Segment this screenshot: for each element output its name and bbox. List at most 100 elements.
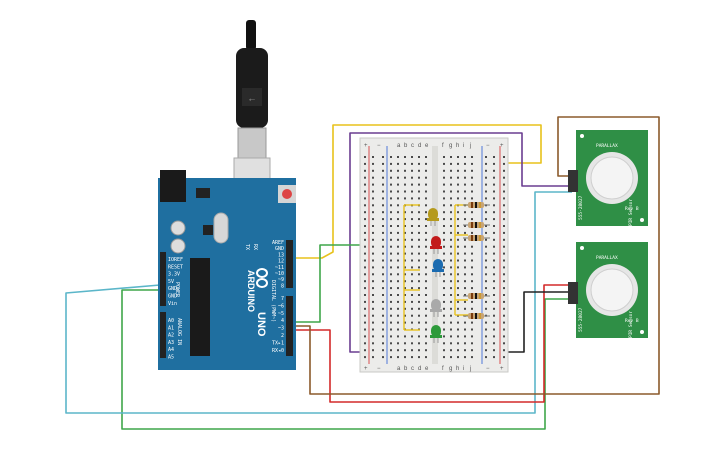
breadboard-hole[interactable] — [382, 204, 384, 207]
breadboard-hole[interactable] — [364, 204, 366, 207]
breadboard-hole[interactable] — [457, 190, 459, 193]
breadboard-hole[interactable] — [471, 231, 473, 234]
breadboard-hole[interactable] — [390, 342, 392, 345]
breadboard-hole[interactable] — [390, 300, 392, 303]
breadboard-hole[interactable] — [493, 342, 495, 345]
breadboard-hole[interactable] — [471, 349, 473, 352]
breadboard-hole[interactable] — [450, 328, 452, 331]
breadboard-hole[interactable] — [443, 238, 445, 241]
breadboard-hole[interactable] — [364, 349, 366, 352]
breadboard-hole[interactable] — [364, 259, 366, 262]
breadboard-hole[interactable] — [397, 190, 399, 193]
breadboard-hole[interactable] — [390, 252, 392, 255]
breadboard-hole[interactable] — [450, 169, 452, 172]
breadboard-hole[interactable] — [425, 183, 427, 186]
breadboard-hole[interactable] — [390, 169, 392, 172]
breadboard-hole[interactable] — [457, 231, 459, 234]
breadboard-hole[interactable] — [404, 307, 406, 310]
breadboard-hole[interactable] — [418, 294, 420, 296]
breadboard-hole[interactable] — [425, 204, 427, 207]
breadboard-hole[interactable] — [443, 314, 445, 317]
breadboard-hole[interactable] — [493, 197, 495, 200]
breadboard-hole[interactable] — [364, 197, 366, 200]
breadboard-hole[interactable] — [485, 218, 487, 221]
breadboard-hole[interactable] — [503, 238, 505, 241]
breadboard-hole[interactable] — [397, 273, 399, 276]
breadboard-hole[interactable] — [372, 162, 374, 165]
breadboard-hole[interactable] — [390, 156, 392, 158]
breadboard-hole[interactable] — [425, 190, 427, 193]
breadboard-hole[interactable] — [443, 183, 445, 186]
wire-brown[interactable] — [296, 116, 660, 395]
pir-sensor-1[interactable]: PARALLAX 555-28027 PIR Sensor Rev B — [568, 130, 648, 226]
breadboard-hole[interactable] — [425, 342, 427, 345]
breadboard-hole[interactable] — [443, 342, 445, 345]
breadboard-hole[interactable] — [443, 335, 445, 338]
breadboard-hole[interactable] — [457, 225, 459, 227]
breadboard-hole[interactable] — [372, 218, 374, 221]
breadboard-hole[interactable] — [404, 218, 406, 221]
breadboard-hole[interactable] — [411, 190, 413, 193]
breadboard-hole[interactable] — [418, 169, 420, 172]
breadboard-hole[interactable] — [364, 231, 366, 234]
breadboard-hole[interactable] — [485, 287, 487, 290]
breadboard-hole[interactable] — [372, 342, 374, 345]
breadboard-hole[interactable] — [372, 156, 374, 158]
breadboard-hole[interactable] — [390, 176, 392, 179]
breadboard-hole[interactable] — [471, 197, 473, 200]
breadboard-hole[interactable] — [372, 238, 374, 241]
breadboard-hole[interactable] — [404, 156, 406, 158]
breadboard-hole[interactable] — [404, 314, 406, 317]
breadboard-hole[interactable] — [471, 328, 473, 331]
breadboard-hole[interactable] — [372, 169, 374, 172]
breadboard-hole[interactable] — [372, 259, 374, 262]
breadboard-hole[interactable] — [457, 335, 459, 338]
breadboard-hole[interactable] — [425, 300, 427, 303]
breadboard-hole[interactable] — [493, 183, 495, 186]
breadboard-hole[interactable] — [464, 294, 466, 296]
breadboard-hole[interactable] — [404, 252, 406, 255]
breadboard-hole[interactable] — [397, 204, 399, 207]
breadboard-hole[interactable] — [411, 176, 413, 179]
breadboard-hole[interactable] — [464, 252, 466, 255]
breadboard-hole[interactable] — [450, 356, 452, 359]
breadboard-hole[interactable] — [411, 156, 413, 158]
breadboard-hole[interactable] — [404, 225, 406, 227]
breadboard-hole[interactable] — [471, 211, 473, 214]
breadboard-hole[interactable] — [443, 211, 445, 214]
breadboard-hole[interactable] — [372, 356, 374, 359]
breadboard-hole[interactable] — [503, 169, 505, 172]
breadboard-hole[interactable] — [382, 176, 384, 179]
breadboard-hole[interactable] — [450, 245, 452, 248]
breadboard-hole[interactable] — [382, 211, 384, 214]
breadboard-hole[interactable] — [493, 176, 495, 179]
breadboard-hole[interactable] — [382, 307, 384, 310]
breadboard-hole[interactable] — [425, 349, 427, 352]
resistor-1[interactable] — [463, 202, 490, 208]
breadboard-hole[interactable] — [411, 266, 413, 269]
breadboard-hole[interactable] — [364, 183, 366, 186]
breadboard-hole[interactable] — [404, 356, 406, 359]
breadboard-hole[interactable] — [411, 211, 413, 214]
breadboard-hole[interactable] — [425, 321, 427, 324]
breadboard-hole[interactable] — [382, 300, 384, 303]
breadboard-hole[interactable] — [364, 169, 366, 172]
breadboard-hole[interactable] — [471, 245, 473, 248]
breadboard-hole[interactable] — [485, 300, 487, 303]
breadboard-hole[interactable] — [404, 211, 406, 214]
breadboard-hole[interactable] — [382, 335, 384, 338]
breadboard-hole[interactable] — [404, 197, 406, 200]
breadboard-hole[interactable] — [425, 176, 427, 179]
breadboard-hole[interactable] — [397, 245, 399, 248]
breadboard-hole[interactable] — [382, 259, 384, 262]
breadboard-hole[interactable] — [493, 204, 495, 207]
breadboard-hole[interactable] — [390, 356, 392, 359]
breadboard-hole[interactable] — [425, 273, 427, 276]
breadboard-hole[interactable] — [364, 156, 366, 158]
breadboard-hole[interactable] — [397, 252, 399, 255]
breadboard-hole[interactable] — [485, 328, 487, 331]
breadboard-hole[interactable] — [464, 169, 466, 172]
breadboard-hole[interactable] — [503, 356, 505, 359]
breadboard-hole[interactable] — [450, 190, 452, 193]
breadboard-hole[interactable] — [464, 211, 466, 214]
